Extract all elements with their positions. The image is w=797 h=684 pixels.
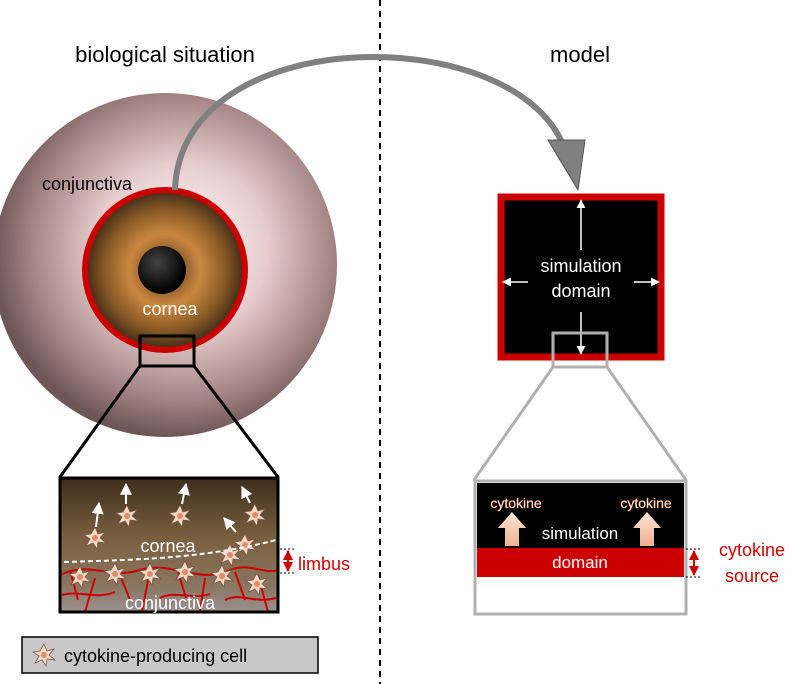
model-zoom-box bbox=[551, 331, 609, 369]
right-title: model bbox=[550, 42, 610, 67]
source-line2: source bbox=[725, 566, 779, 586]
source-line1: cytokine bbox=[719, 540, 785, 560]
zoom-cornea-label: cornea bbox=[140, 536, 196, 556]
model-sim-line2: domain bbox=[552, 553, 608, 572]
legend-label: cytokine-producing cell bbox=[64, 646, 247, 666]
model-sim-line1: simulation bbox=[542, 524, 619, 543]
pupil bbox=[138, 246, 186, 294]
cytokine-left-label: cytokine bbox=[490, 495, 542, 511]
left-zoom-panel bbox=[58, 476, 280, 614]
eye-conjunctiva-label: conjunctiva bbox=[42, 174, 133, 194]
domain-line2: domain bbox=[551, 281, 610, 301]
domain-line1: simulation bbox=[540, 256, 621, 276]
eye-zoom-box bbox=[138, 334, 196, 368]
cytokine-flow-right bbox=[633, 512, 661, 546]
cytokine-right-label: cytokine bbox=[620, 495, 672, 511]
cytokine-flow-left bbox=[498, 512, 526, 546]
eyeball bbox=[0, 93, 337, 437]
legend: cytokine-producing cell bbox=[21, 636, 319, 674]
model-arrow-head bbox=[547, 139, 586, 192]
model-arrow bbox=[172, 54, 568, 191]
zoom-conjunctiva-label: conjunctiva bbox=[125, 593, 216, 613]
eye-cornea-label: cornea bbox=[142, 299, 198, 319]
model-zoom-panel bbox=[473, 479, 688, 616]
cytokine-source-band bbox=[477, 548, 684, 577]
limbus-label: limbus bbox=[298, 554, 350, 574]
left-title: biological situation bbox=[75, 42, 255, 67]
